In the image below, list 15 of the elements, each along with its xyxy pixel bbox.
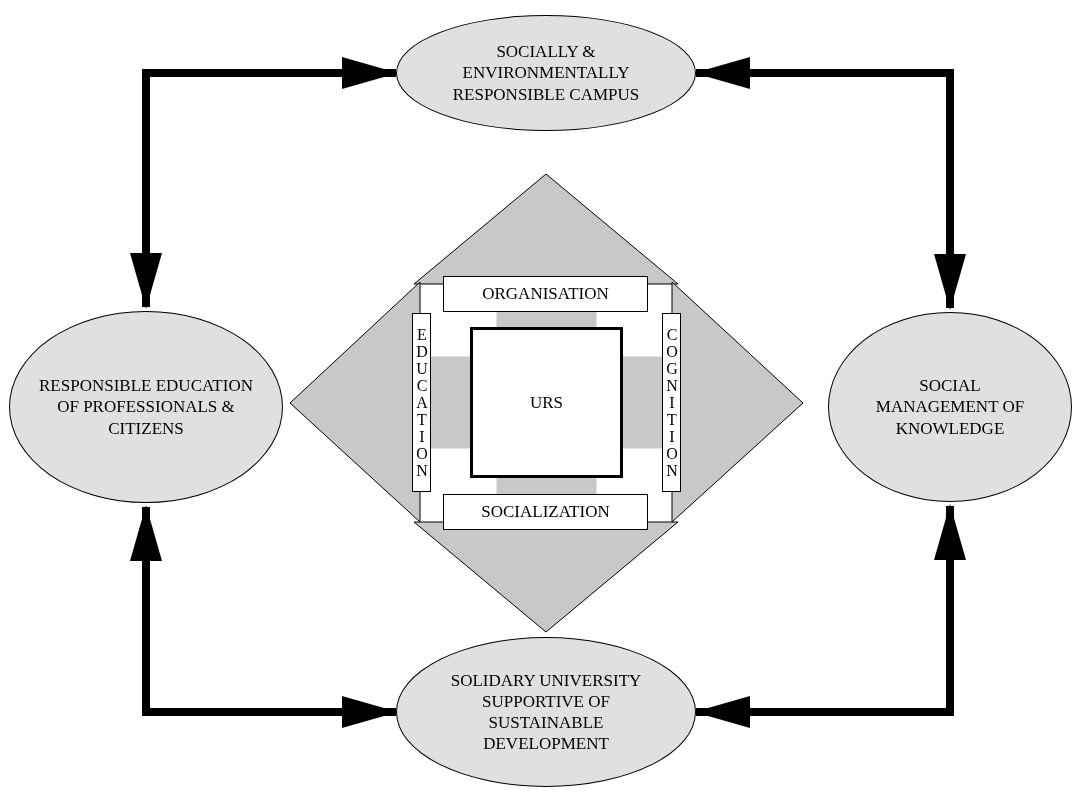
square-node: URS [470, 327, 623, 478]
label-box: SOCIALIZATION [443, 494, 648, 530]
ellipse-node: SOCIALLY & ENVIRONMENTALLY RESPONSIBLE CAMPUS [396, 15, 696, 131]
arrow [130, 57, 398, 309]
ellipse-node: SOLIDARY UNIVERSITY SUPPORTIVE OF SUSTAINABLE DEVELOPMENT [396, 637, 696, 787]
connector-bar [496, 478, 597, 494]
ellipse-node: SOCIAL MANAGEMENT OF KNOWLEDGE [828, 312, 1072, 502]
label-box: EDUCATION [412, 313, 431, 492]
ellipse-node: RESPONSIBLE EDUCATION OF PROFESSIONALS & CITIZENS [9, 311, 283, 503]
label-box: COGNITION [662, 313, 681, 492]
label-box: ORGANISATION [443, 276, 648, 312]
arrow [130, 505, 398, 728]
arrow [694, 504, 966, 728]
connector-bar [496, 312, 597, 327]
arrow [694, 57, 966, 310]
